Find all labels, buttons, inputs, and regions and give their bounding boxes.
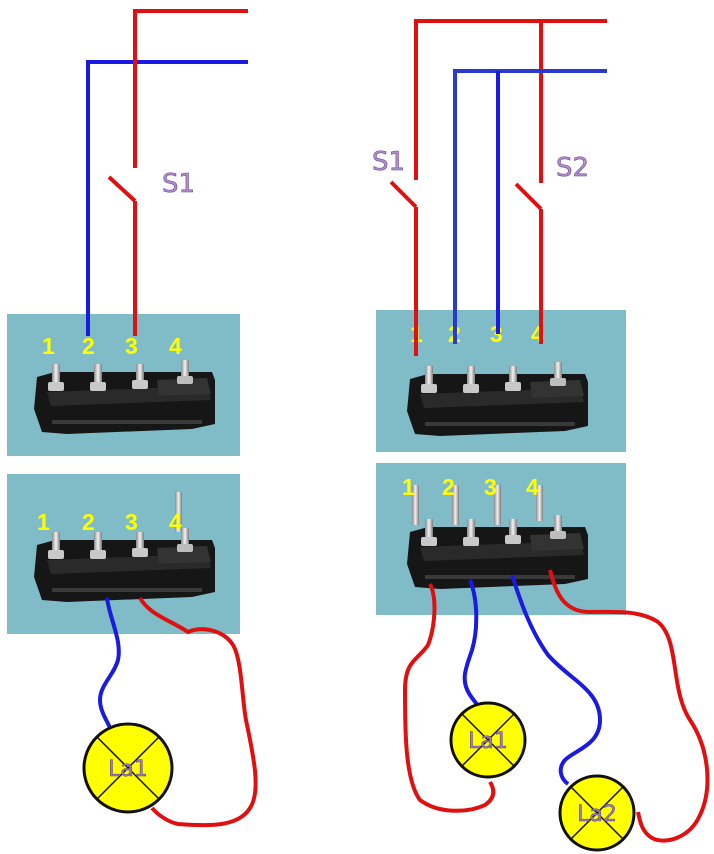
pin-label: 3 (484, 474, 497, 500)
switch-s1-label: S1 (162, 169, 195, 199)
neutral-wire (86, 60, 248, 336)
switch-s2-label: S2 (556, 153, 589, 183)
neutral-wire (453, 69, 607, 344)
pin-label: 2 (442, 474, 455, 500)
right-diagram: 1 2 3 4 1 2 3 4 S1 S2 (372, 19, 710, 852)
pin-label: 3 (125, 333, 138, 359)
right-bottom-terminal-block: 1 2 3 4 (376, 463, 626, 615)
lamp-label: La2 (577, 802, 617, 827)
lamp-la2: La2 (558, 774, 636, 852)
left-top-terminal-block: 1 2 3 4 (7, 314, 240, 456)
pin-label: 1 (37, 509, 50, 535)
left-bottom-terminal-block: 1 2 3 4 (7, 474, 240, 634)
pin-label: 4 (526, 474, 539, 500)
pin-label: 1 (402, 474, 415, 500)
phase-wire (548, 569, 710, 843)
phase-wire (402, 583, 496, 813)
neutral-wire (97, 597, 121, 733)
neutral-wire (510, 574, 603, 786)
phase-wire (414, 19, 607, 180)
pin-label: 1 (42, 333, 55, 359)
left-diagram: 1 2 3 4 1 2 3 4 S1 La1 (7, 9, 258, 828)
pin-label: 2 (82, 509, 95, 535)
pin-label: 2 (82, 333, 95, 359)
lamp-la1: La1 (449, 701, 527, 779)
right-top-terminal-block: 1 2 3 4 (376, 310, 626, 452)
pin-label: 4 (169, 333, 182, 359)
lamp-la1: La1 (82, 722, 174, 814)
switch-s2-contact (514, 182, 543, 211)
phase-wire (133, 9, 248, 168)
switch-s1-contact (389, 180, 418, 209)
pin-label: 3 (125, 509, 138, 535)
switch-s1-contact (107, 175, 137, 203)
pin-label: 4 (169, 509, 182, 535)
phase-wire (138, 596, 258, 828)
switch-s1-label: S1 (372, 147, 405, 177)
lamp-label: La1 (468, 729, 508, 754)
lamp-label: La1 (108, 757, 148, 782)
